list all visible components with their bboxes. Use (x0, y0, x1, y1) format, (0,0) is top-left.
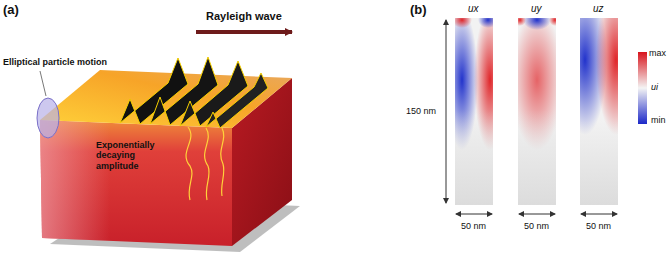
dimension-label: 50 nm (461, 221, 486, 231)
panel-letter: (a) (3, 3, 19, 18)
component-label: uy (531, 3, 542, 15)
dimension-label: 150 nm (406, 106, 436, 116)
width-dimension (456, 214, 492, 215)
amplitude-label: Exponentially decaying amplitude (96, 140, 180, 171)
component-label: uz (593, 3, 604, 15)
colorbar-max: max (649, 48, 666, 58)
dimension-label: 50 nm (586, 221, 611, 231)
uy-map (518, 18, 556, 205)
component-label: ux (468, 3, 479, 15)
decay-curves (186, 127, 224, 200)
wave-label: Rayleigh wave (206, 10, 282, 23)
wave-crests (120, 57, 268, 128)
motion-label: Elliptical particle motion (3, 57, 107, 67)
block-front-highlight (40, 120, 110, 241)
height-dimension (446, 20, 447, 203)
block-front-face (40, 120, 232, 246)
width-dimension (581, 214, 617, 215)
ux-map (455, 18, 493, 205)
width-dimension (519, 214, 555, 215)
colorbar-label: ui (651, 82, 658, 92)
propagation-arrow (196, 30, 292, 34)
panel-letter: (b) (410, 3, 427, 18)
colorbar-min: min (651, 115, 666, 125)
color-bar (638, 52, 647, 124)
uz-map (580, 18, 618, 205)
dimension-label: 50 nm (524, 221, 549, 231)
leader-line (40, 71, 46, 96)
particle-ellipse (37, 98, 59, 138)
